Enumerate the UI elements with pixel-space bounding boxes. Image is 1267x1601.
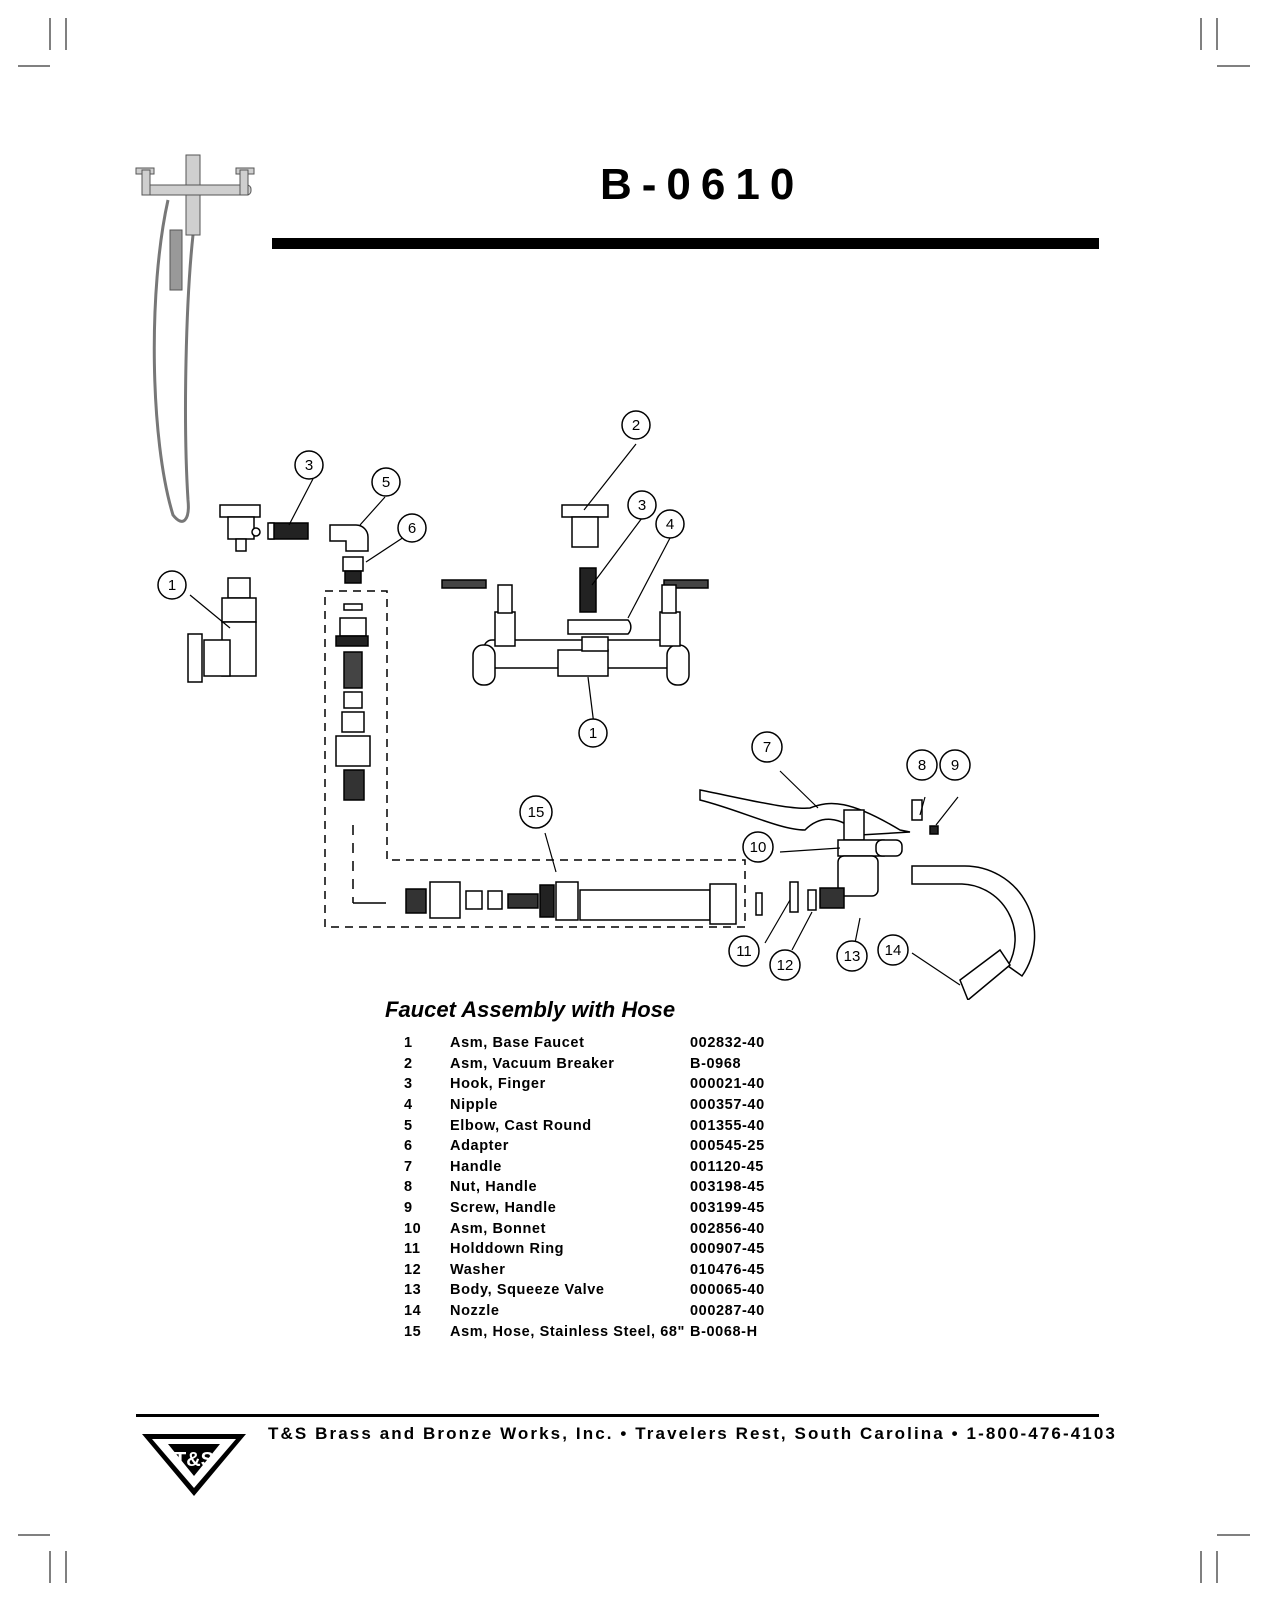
parts-row: 11 Holddown Ring 000907-45: [404, 1239, 780, 1260]
callout-14: 14: [885, 942, 902, 959]
footer-company-info: T&S Brass and Bronze Works, Inc. • Trave…: [268, 1424, 1117, 1443]
part-code: 001120-45: [690, 1158, 764, 1175]
parts-row: 15 Asm, Hose, Stainless Steel, 68"B-0068-…: [404, 1321, 780, 1342]
part-code: 003198-45: [690, 1179, 765, 1196]
callouts: [157, 410, 971, 981]
svg-text:T&S: T&S: [174, 1449, 214, 1471]
part-code: B-0068-H: [690, 1323, 758, 1340]
part-code: 000065-40: [690, 1282, 765, 1299]
part-description: Body, Squeeze Valve: [450, 1282, 605, 1299]
part-code: 010476-45: [690, 1261, 765, 1278]
part-description: Handle: [450, 1158, 502, 1175]
parts-row: 7 Handle 001120-45: [404, 1157, 780, 1178]
vacuum-breaker-center-part: [561, 504, 609, 548]
base-faucet-left-part: [187, 577, 257, 683]
part-number-index: 4: [404, 1097, 413, 1114]
part-description: Asm, Vacuum Breaker: [450, 1055, 615, 1072]
part-code: 001355-40: [690, 1117, 765, 1134]
callout-1-left: 1: [168, 577, 176, 594]
part-number-index: 14: [404, 1303, 422, 1320]
part-code: 003199-45: [690, 1200, 765, 1217]
part-description: Elbow, Cast Round: [450, 1117, 592, 1134]
squeeze-valve-part: [699, 789, 1036, 1000]
parts-row: 3 Hook, Finger 000021-40: [404, 1074, 780, 1095]
product-photo: [135, 154, 255, 523]
part-number-index: 7: [404, 1158, 413, 1175]
callout-10: 10: [750, 839, 767, 856]
part-number-index: 5: [404, 1117, 413, 1134]
part-number-index: 15: [404, 1323, 422, 1340]
part-code: 000021-40: [690, 1076, 765, 1093]
exploded-diagram: 3 5 6 1 2 3 4 1 15 7 8 9 10 11 12 13 14: [157, 410, 1036, 1000]
section-heading: Faucet Assembly with Hose: [385, 997, 676, 1022]
part-description: Asm, Base Faucet: [450, 1035, 585, 1052]
callout-12: 12: [777, 957, 794, 974]
part-number-index: 9: [404, 1200, 413, 1217]
callout-4: 4: [666, 516, 674, 533]
callout-13: 13: [844, 948, 861, 965]
part-number-index: 11: [404, 1241, 421, 1258]
part-code: 000907-45: [690, 1241, 765, 1258]
part-description: Hook, Finger: [450, 1076, 546, 1093]
part-description: Screw, Handle: [450, 1200, 557, 1217]
model-number-title: B-0610: [600, 160, 805, 209]
parts-row: 10 Asm, Bonnet 002856-40: [404, 1218, 780, 1239]
parts-row: 13 Body, Squeeze Valve 000065-40: [404, 1280, 780, 1301]
callout-7: 7: [763, 739, 771, 756]
parts-row: 9 Screw, Handle 003199-45: [404, 1198, 780, 1219]
part-description: Nipple: [450, 1097, 498, 1114]
parts-row: 12 Washer 010476-45: [404, 1260, 780, 1281]
nipple-left-part: [267, 522, 309, 540]
parts-row: 6 Adapter 000545-25: [404, 1136, 780, 1157]
part-description: Nut, Handle: [450, 1179, 538, 1196]
callout-2: 2: [632, 417, 640, 434]
part-code: B-0968: [690, 1055, 742, 1072]
part-code: 000287-40: [690, 1303, 765, 1320]
callout-5: 5: [382, 474, 390, 491]
ts-logo: T&S: [142, 1434, 246, 1496]
title-divider: [272, 238, 1099, 249]
parts-table: 1 Asm, Base Faucet 002832-40 2 Asm, Vacuum B…: [404, 1033, 780, 1342]
callout-3-left: 3: [305, 457, 313, 474]
part-number-index: 10: [404, 1220, 422, 1237]
callout-3-center: 3: [638, 497, 646, 514]
callout-11: 11: [736, 943, 752, 960]
part-description: Washer: [450, 1261, 506, 1278]
part-number-index: 2: [404, 1055, 413, 1072]
adapter-part: [342, 556, 364, 584]
callout-15: 15: [528, 804, 545, 821]
part-number-index: 8: [404, 1179, 413, 1196]
part-code: 002832-40: [690, 1035, 765, 1052]
part-description: Asm, Bonnet: [450, 1220, 547, 1237]
callout-6: 6: [408, 520, 416, 537]
part-code: 000545-25: [690, 1138, 765, 1155]
part-number-index: 3: [404, 1076, 413, 1093]
part-number-index: 13: [404, 1282, 422, 1299]
elbow-part: [329, 524, 369, 552]
callout-1-center: 1: [589, 725, 597, 742]
parts-row: 4 Nipple 000357-40: [404, 1095, 780, 1116]
parts-row: 14 Nozzle 000287-40: [404, 1301, 780, 1322]
callout-9: 9: [951, 757, 959, 774]
parts-row: 1 Asm, Base Faucet 002832-40: [404, 1033, 780, 1054]
part-code: 000357-40: [690, 1097, 765, 1114]
part-description: Adapter: [450, 1138, 509, 1155]
part-number-index: 6: [404, 1138, 413, 1155]
part-description: Nozzle: [450, 1303, 500, 1320]
callout-8: 8: [918, 757, 926, 774]
footer-divider: [136, 1414, 1099, 1417]
parts-row: 5 Elbow, Cast Round 001355-40: [404, 1115, 780, 1136]
parts-row: 2 Asm, Vacuum Breaker B-0968: [404, 1054, 780, 1075]
parts-row: 8 Nut, Handle 003198-45: [404, 1177, 780, 1198]
part-description: Holddown Ring: [450, 1241, 565, 1258]
base-faucet-center-part: [441, 579, 709, 686]
left-vacuum-breaker-part: [219, 504, 261, 552]
part-description: Asm, Hose, Stainless Steel, 68": [450, 1323, 686, 1340]
part-number-index: 12: [404, 1261, 422, 1278]
part-number-index: 1: [404, 1035, 413, 1052]
part-code: 002856-40: [690, 1220, 765, 1237]
